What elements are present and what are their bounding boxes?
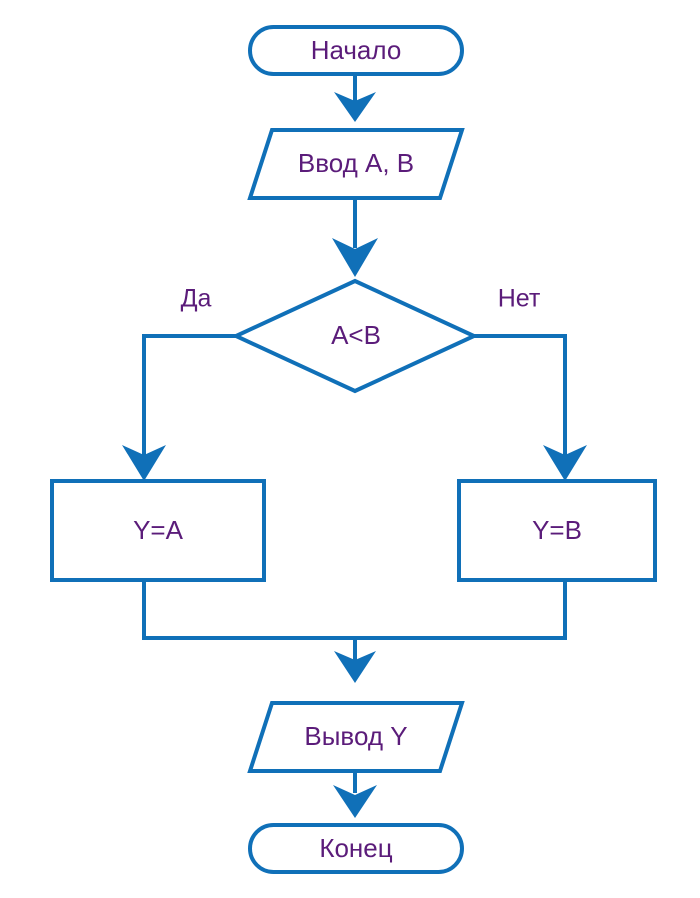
connector-no-branch xyxy=(474,334,587,481)
node-start[interactable]: Начало xyxy=(248,25,464,76)
input-label: Ввод A, B xyxy=(298,148,414,178)
input-parallelogram-shape xyxy=(247,128,465,200)
end-terminal-shape xyxy=(248,823,464,874)
output-parallelogram-shape xyxy=(247,701,465,773)
node-process-right[interactable]: Y=B xyxy=(457,479,657,582)
node-end[interactable]: Конец xyxy=(248,823,464,874)
start-label: Начало xyxy=(311,35,402,65)
node-process-left[interactable]: Y=A xyxy=(50,479,266,582)
node-decision[interactable]: A<B xyxy=(231,278,479,394)
end-label: Конец xyxy=(319,833,392,863)
connector-yes-branch xyxy=(122,334,236,481)
decision-label: A<B xyxy=(331,320,381,350)
connector-input-to-decision xyxy=(332,198,378,277)
branch-label-no: Нет xyxy=(498,285,541,313)
connector-start-to-input xyxy=(334,74,376,122)
process-left-label: Y=A xyxy=(133,515,184,545)
decision-diamond-shape xyxy=(231,278,479,394)
node-input[interactable]: Ввод A, B xyxy=(247,128,465,200)
node-output[interactable]: Вывод Y xyxy=(247,701,465,773)
process-right-rect-shape xyxy=(457,479,657,582)
branch-label-yes: Да xyxy=(181,285,212,313)
output-label: Вывод Y xyxy=(304,721,407,751)
connector-output-to-end xyxy=(333,771,377,818)
process-right-label: Y=B xyxy=(532,515,582,545)
process-left-rect-shape xyxy=(50,479,266,582)
start-terminal-shape xyxy=(248,25,464,76)
connector-merge-to-output xyxy=(142,580,567,683)
